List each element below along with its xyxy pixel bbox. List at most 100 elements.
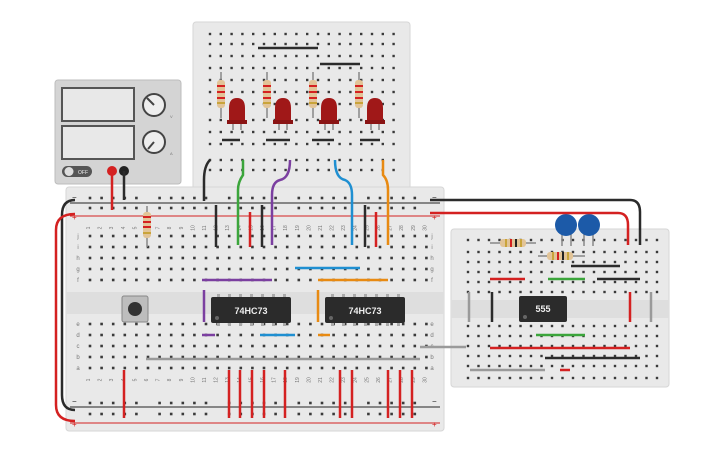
- top-resistor[interactable]: [263, 72, 271, 118]
- column-number: 11: [202, 377, 208, 382]
- capacitor-2[interactable]: [578, 214, 600, 246]
- main-resistor[interactable]: [143, 206, 151, 247]
- wire-right-red-long[interactable]: [430, 211, 630, 245]
- column-number: 17: [272, 225, 278, 231]
- rail-minus-top-right: −: [432, 193, 437, 202]
- push-button-cap[interactable]: [128, 302, 142, 316]
- current-display: [61, 125, 135, 160]
- push-button[interactable]: [121, 295, 149, 323]
- chip-pins: [217, 294, 400, 326]
- column-number: 5: [132, 226, 138, 229]
- led[interactable]: [273, 98, 293, 130]
- capacitor-1[interactable]: [555, 214, 577, 246]
- column-number: 12: [214, 377, 220, 383]
- top-resistors[interactable]: [217, 72, 363, 118]
- row-label: a: [76, 366, 80, 372]
- column-number: 14: [237, 225, 243, 231]
- column-number: 18: [283, 225, 289, 231]
- row-label: j: [76, 234, 78, 240]
- column-number: 9: [179, 226, 185, 229]
- wire-top-to-main-black[interactable]: [202, 159, 211, 201]
- column-number: 9: [179, 378, 185, 381]
- column-number: 5: [132, 378, 138, 381]
- rail-plus-bottom-right: +: [432, 420, 437, 429]
- top-leds[interactable]: [227, 98, 385, 130]
- column-number: 25: [364, 377, 370, 383]
- led[interactable]: [227, 98, 247, 130]
- column-number: 1: [86, 226, 92, 229]
- column-number: 6: [144, 378, 150, 381]
- voltage-unit-label: V: [170, 114, 173, 119]
- column-number: 1: [86, 378, 92, 381]
- column-number: 7: [156, 226, 162, 229]
- column-number: 20: [306, 377, 312, 383]
- led[interactable]: [319, 98, 339, 130]
- top-resistor[interactable]: [217, 72, 225, 118]
- red-jumpers[interactable]: [227, 370, 414, 418]
- wire-purple-long[interactable]: [270, 159, 292, 245]
- main-chips[interactable]: 74HC73 74HC73: [121, 206, 405, 326]
- column-number: 2: [98, 226, 104, 229]
- top-resistor[interactable]: [355, 72, 363, 118]
- chip-555[interactable]: 555: [519, 296, 567, 322]
- column-number: 20: [306, 225, 312, 231]
- column-number: 8: [167, 378, 173, 381]
- wire-blue-long[interactable]: [333, 159, 354, 245]
- rail-plus-top-right: +: [432, 213, 437, 222]
- column-number: 3: [109, 378, 115, 381]
- row-label: b: [430, 355, 434, 361]
- main-wires[interactable]: [122, 205, 420, 418]
- row-label: g: [76, 267, 79, 273]
- column-number: 28: [399, 225, 405, 231]
- column-number: 29: [411, 377, 417, 383]
- right-resistor-2[interactable]: [538, 252, 585, 260]
- row-label: d: [76, 333, 79, 339]
- row-label: j: [430, 234, 432, 240]
- column-number: 22: [330, 225, 336, 231]
- right-components[interactable]: 555: [467, 214, 653, 372]
- right-resistor-1[interactable]: [490, 239, 536, 247]
- row-label: i: [77, 245, 78, 251]
- column-number: 23: [341, 377, 347, 383]
- wire-green-long[interactable]: [236, 160, 245, 245]
- chip-74hc73-2[interactable]: 74HC73: [325, 297, 405, 323]
- column-number: 10: [190, 225, 196, 231]
- top-resistor[interactable]: [309, 72, 317, 118]
- row-label: h: [430, 256, 433, 262]
- chip-74hc73-1[interactable]: 74HC73: [211, 297, 291, 323]
- row-label: a: [430, 366, 434, 372]
- rail-plus-bottom-left: +: [72, 420, 77, 429]
- wire-orange-long[interactable]: [381, 160, 390, 245]
- chip-1-label: 74HC73: [234, 306, 267, 316]
- column-number: 28: [399, 377, 405, 383]
- column-number: 30: [422, 377, 428, 383]
- wire-left-black-loop[interactable]: [60, 198, 76, 412]
- row-label: d: [430, 333, 433, 339]
- row-label: f: [77, 278, 79, 284]
- column-number: 22: [330, 377, 336, 383]
- column-number: 19: [295, 225, 301, 231]
- wire-right-black-long[interactable]: [430, 198, 642, 245]
- row-label: e: [76, 322, 80, 328]
- column-number: 24: [353, 377, 359, 383]
- column-number: 21: [318, 225, 324, 231]
- wire-left-red-loop[interactable]: [54, 212, 76, 423]
- column-number: 29: [411, 225, 417, 231]
- top-components[interactable]: [217, 46, 385, 142]
- row-label: g: [430, 267, 433, 273]
- long-wires[interactable]: [54, 159, 642, 423]
- column-number: 8: [167, 226, 173, 229]
- rail-minus-top-left: −: [72, 193, 77, 202]
- rail-minus-bottom-left: −: [72, 397, 77, 406]
- column-number: 4: [121, 226, 127, 229]
- column-number: 15: [248, 225, 254, 231]
- column-number: 24: [353, 225, 359, 231]
- column-number: 26: [376, 377, 382, 383]
- power-supply[interactable]: V A OFF: [54, 79, 182, 185]
- column-number: 19: [295, 377, 301, 383]
- column-number: 27: [388, 225, 394, 231]
- column-number: 30: [422, 225, 428, 231]
- led[interactable]: [365, 98, 385, 130]
